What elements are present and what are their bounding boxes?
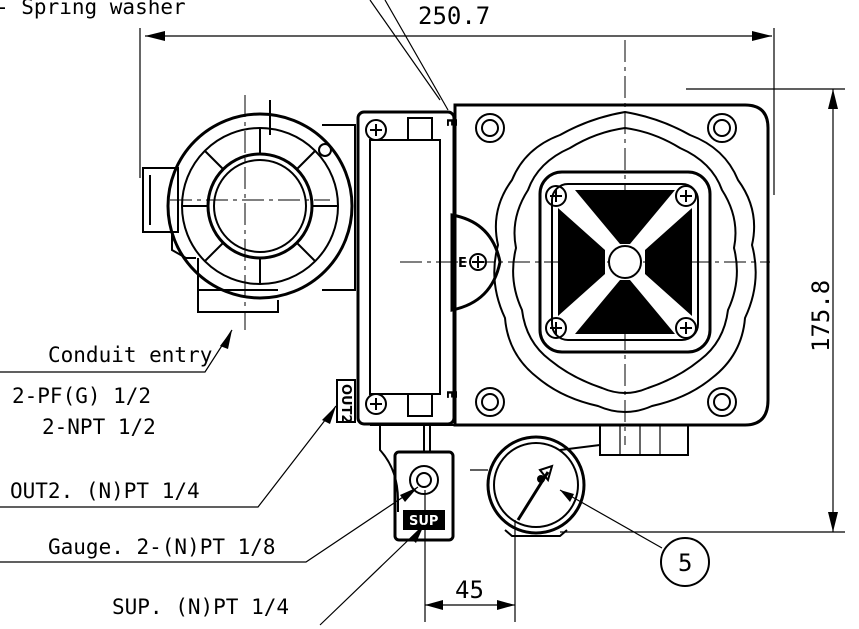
indicator-window: [558, 190, 692, 334]
dim-height-label: 175.8: [807, 280, 835, 352]
mark-e-top: E: [443, 118, 458, 127]
mark-sup: SUP: [409, 514, 438, 529]
main-housing: [450, 103, 770, 456]
dimension-height: 175.8: [560, 88, 845, 533]
corner-bolt-icon: [475, 113, 737, 417]
callout-conduit-entry: Conduit entry: [48, 343, 212, 367]
item-balloon: 5: [660, 537, 710, 587]
screw-icon: [365, 393, 387, 415]
callout-out2: OUT2. (N)PT 1/4: [10, 479, 200, 503]
balloon-number: 5: [678, 549, 692, 577]
body-marks: E E E OUT2: [336, 118, 467, 424]
terminal-box: [142, 100, 356, 313]
pressure-gauge-icon: [470, 435, 586, 537]
window-screw-icon: [545, 185, 697, 339]
dim-width-label: 250.7: [418, 2, 490, 30]
dim-spacing-label: 45: [455, 576, 484, 604]
callout-conduit-pf: 2-PF(G) 1/2: [12, 384, 151, 408]
cover-plate: [356, 110, 456, 426]
mark-out2: OUT2: [338, 384, 353, 424]
sup-port-icon: [409, 465, 439, 495]
screw-icon: [365, 119, 387, 141]
manifold-block: SUP: [370, 424, 601, 542]
callout-gauge: Gauge. 2-(N)PT 1/8: [48, 535, 276, 559]
mark-e-mid: E: [458, 256, 467, 271]
mark-e-bottom: E: [443, 390, 458, 399]
conduit-cap-outer: [166, 112, 354, 300]
callout-sup: SUP. (N)PT 1/4: [112, 595, 289, 619]
callout-spring-washer: - Spring washer: [0, 0, 186, 19]
dimension-width: 250.7: [139, 2, 775, 195]
callout-conduit-npt: 2-NPT 1/2: [42, 415, 156, 439]
leader-lines: [0, 0, 663, 626]
